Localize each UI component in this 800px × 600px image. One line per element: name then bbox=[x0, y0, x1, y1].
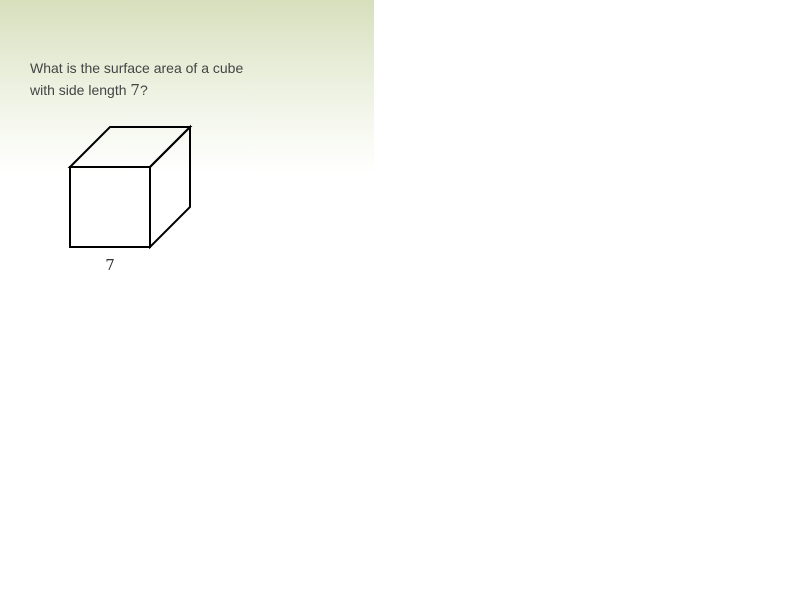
cube-front-face bbox=[69, 166, 151, 248]
question-value: 7 bbox=[130, 81, 140, 99]
question-prefix: What is the surface area of a cube with … bbox=[30, 60, 244, 98]
cube-top-face bbox=[67, 126, 193, 168]
cube-side-face bbox=[149, 124, 191, 250]
side-length-label: 7 bbox=[105, 256, 115, 274]
question-panel: What is the surface area of a cube with … bbox=[0, 0, 374, 600]
cube-diagram: 7 bbox=[67, 124, 193, 274]
question-suffix: ? bbox=[139, 82, 148, 98]
question-text: What is the surface area of a cube with … bbox=[30, 57, 250, 101]
